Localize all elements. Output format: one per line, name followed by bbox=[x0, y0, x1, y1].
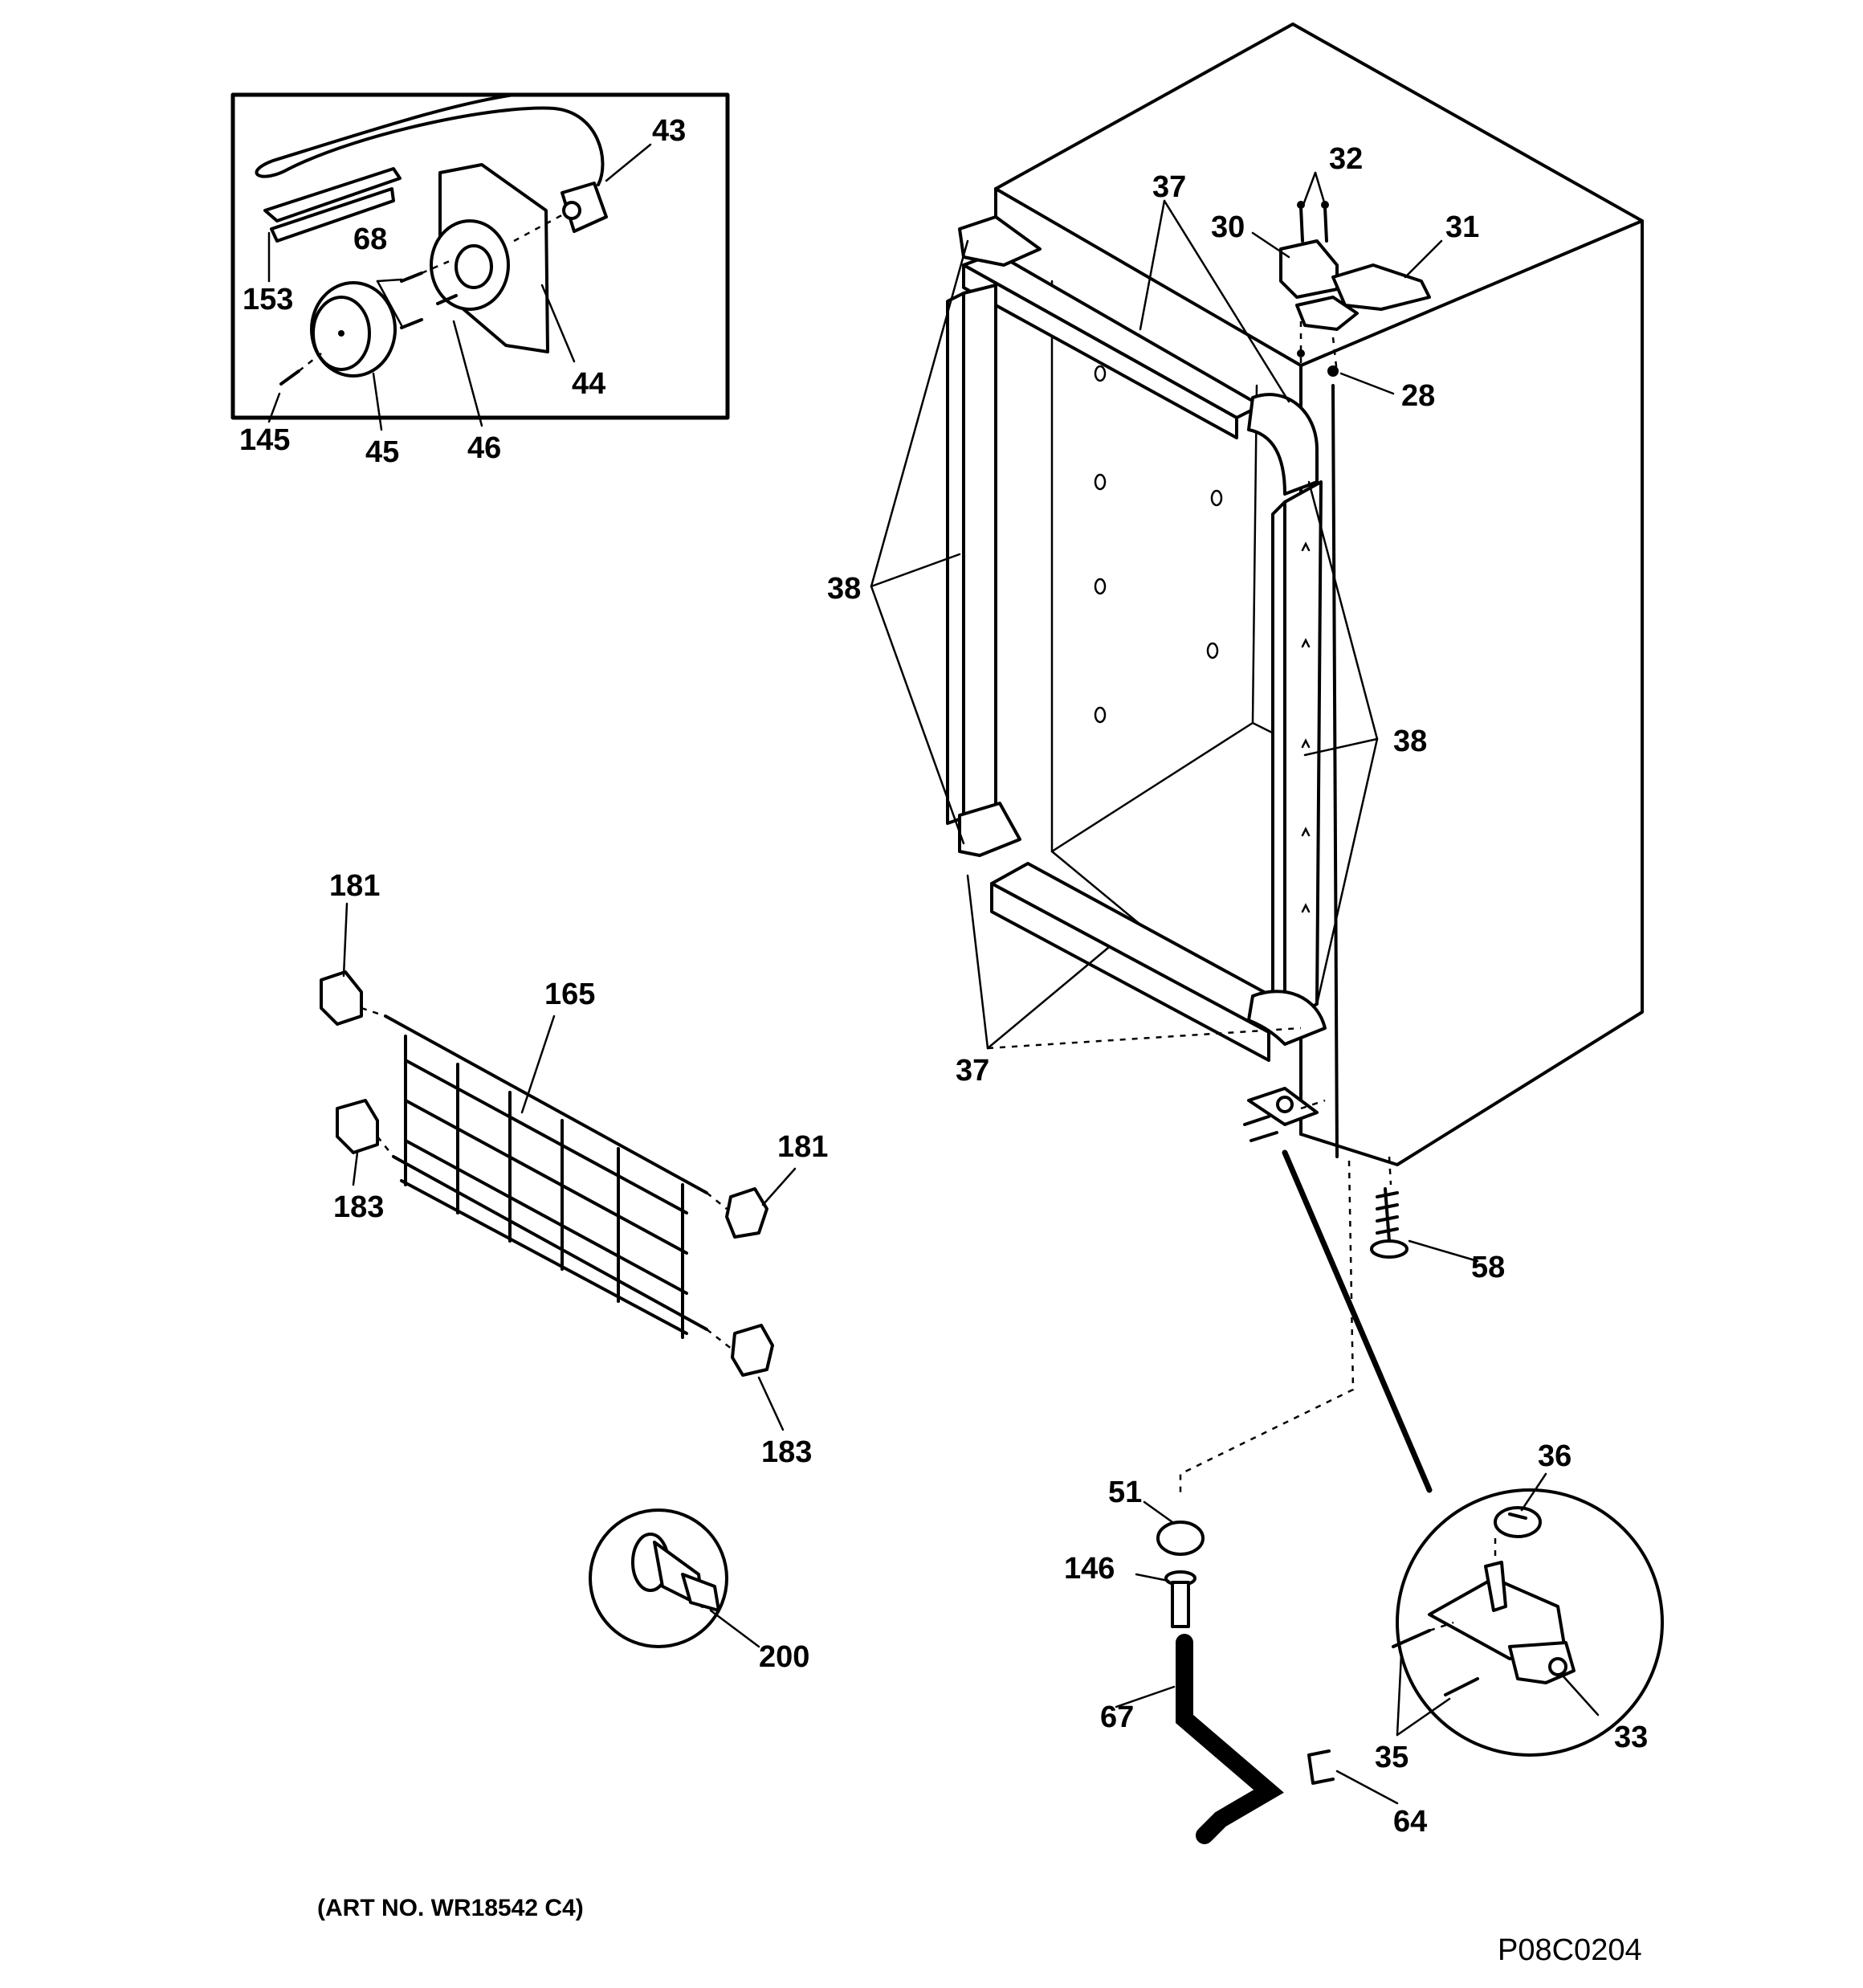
callout-32: 32 bbox=[1329, 142, 1363, 176]
wire-basket-assembly bbox=[320, 902, 797, 1431]
callout-37-top: 37 bbox=[1152, 170, 1186, 204]
callout-145: 145 bbox=[239, 423, 290, 457]
callout-36: 36 bbox=[1538, 1439, 1572, 1473]
drain-fitting-200 bbox=[589, 1508, 760, 1648]
art-number: (ART NO. WR18542 C4) bbox=[317, 1895, 584, 1921]
drain-assembly bbox=[1115, 1500, 1399, 1844]
callout-labels: 43 68 153 44 145 45 46 37 32 30 31 28 38… bbox=[239, 114, 1648, 1967]
control-inset bbox=[230, 92, 730, 431]
callout-46: 46 bbox=[467, 431, 501, 465]
callout-181-right: 181 bbox=[777, 1130, 828, 1164]
callout-35: 35 bbox=[1375, 1741, 1408, 1774]
callout-146: 146 bbox=[1064, 1552, 1115, 1586]
top-hinge-assembly bbox=[1251, 171, 1443, 395]
bottom-hinge-on-cabinet bbox=[1243, 1087, 1433, 1493]
callout-58: 58 bbox=[1471, 1251, 1505, 1284]
callout-45: 45 bbox=[365, 435, 399, 469]
callout-37-bottom: 37 bbox=[956, 1054, 989, 1088]
callout-38-left: 38 bbox=[827, 572, 861, 606]
callout-28: 28 bbox=[1401, 379, 1435, 413]
callout-183-right: 183 bbox=[761, 1435, 812, 1469]
callout-67: 67 bbox=[1100, 1700, 1134, 1734]
callout-200: 200 bbox=[759, 1640, 809, 1674]
callout-43: 43 bbox=[652, 114, 686, 148]
hinge-detail-circle bbox=[1392, 1472, 1664, 1757]
callout-33: 33 bbox=[1614, 1721, 1648, 1754]
liner-dimples bbox=[1094, 365, 1223, 724]
callout-51: 51 bbox=[1108, 1476, 1142, 1509]
callout-181-top: 181 bbox=[329, 869, 380, 903]
callout-183-left: 183 bbox=[333, 1190, 384, 1224]
freezer-cabinet bbox=[870, 22, 1644, 1166]
callout-44: 44 bbox=[572, 367, 605, 401]
callout-153: 153 bbox=[243, 283, 293, 316]
callout-30: 30 bbox=[1211, 210, 1245, 244]
callout-31: 31 bbox=[1445, 210, 1479, 244]
drawing-code: P08C0204 bbox=[1498, 1933, 1642, 1967]
callout-68: 68 bbox=[353, 222, 387, 256]
leveling-leg-58 bbox=[1179, 1156, 1479, 1494]
callout-38-right: 38 bbox=[1393, 725, 1427, 758]
callout-165: 165 bbox=[544, 978, 595, 1011]
callout-64: 64 bbox=[1393, 1805, 1427, 1839]
